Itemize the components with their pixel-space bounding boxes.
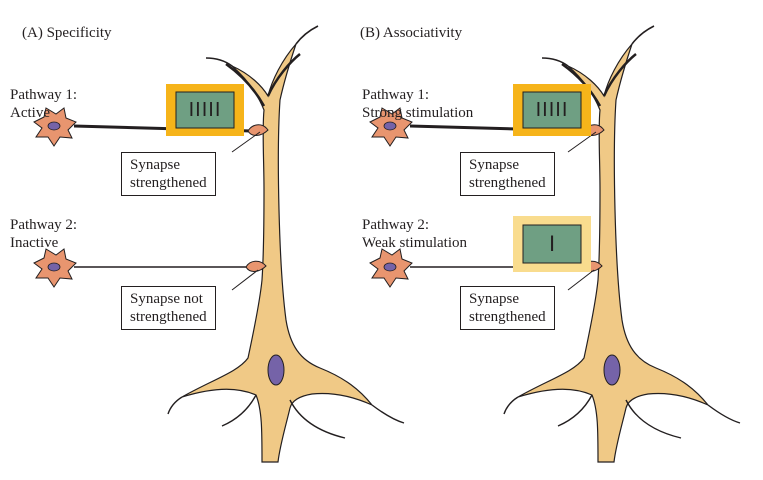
panel-a-callout-2: Synapse not strengthened bbox=[121, 286, 216, 330]
panel-b-callout-2: Synapse strengthened bbox=[460, 286, 555, 330]
panel-b-stimulus-marks-2: I bbox=[548, 231, 556, 256]
panel-b-callout-1: Synapse strengthened bbox=[460, 152, 555, 196]
panel-a-pathway-2-label: Pathway 2: Inactive bbox=[10, 217, 78, 251]
stimulus-screen bbox=[522, 91, 582, 129]
panel-a-callout-1: Synapse strengthened bbox=[121, 152, 216, 196]
panel-b-pathway-1-label: Pathway 1: Strong stimulation bbox=[362, 87, 474, 121]
stimulus-screen bbox=[522, 224, 582, 264]
panel-b-neuron bbox=[368, 24, 742, 464]
panel-b-pathway-2-label: Pathway 2: Weak stimulation bbox=[362, 217, 468, 251]
panel-a-pathway-1-label: Pathway 1: Active bbox=[10, 87, 78, 121]
panel-a-title: (A) Specificity bbox=[22, 25, 112, 41]
panel-a-neuron bbox=[32, 24, 406, 464]
panel-b-title: (B) Associativity bbox=[360, 25, 463, 41]
panel-a-stimulus-marks-1: IIIII bbox=[188, 99, 222, 121]
stimulus-screen bbox=[175, 91, 235, 129]
panel-b-stimulus-marks-1: IIIII bbox=[535, 99, 569, 121]
